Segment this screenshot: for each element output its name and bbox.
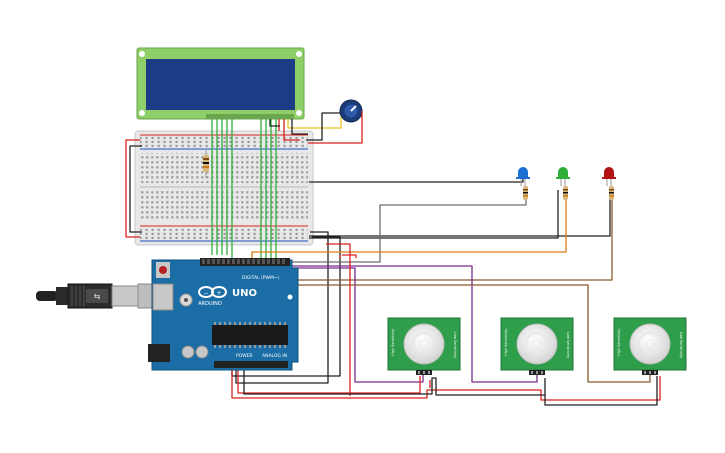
arduino-logo: − + bbox=[198, 286, 227, 298]
wire-red bbox=[342, 254, 357, 258]
wire-red bbox=[326, 243, 351, 396]
wire-black bbox=[243, 365, 546, 396]
wire-red bbox=[237, 365, 421, 394]
capacitor bbox=[195, 345, 209, 359]
pir-sensor[interactable]: High Sensitivity Low Sensitivity bbox=[613, 317, 687, 375]
wire-red bbox=[283, 119, 300, 141]
pir-high-label: High Sensitivity bbox=[391, 329, 395, 356]
pir-high-label: High Sensitivity bbox=[617, 329, 621, 356]
wire-red bbox=[308, 111, 363, 144]
lcd-display bbox=[136, 47, 305, 120]
wire-black bbox=[235, 231, 329, 384]
power-analog-header bbox=[214, 361, 288, 368]
arduino-uno: DIGITAL (PWM~) − + ARDUINO UNO bbox=[148, 258, 299, 371]
wire-black bbox=[309, 192, 611, 237]
led-green[interactable] bbox=[556, 167, 570, 200]
power-jack bbox=[148, 344, 170, 362]
capacitor bbox=[181, 345, 195, 359]
wire-black bbox=[309, 190, 559, 239]
svg-text:⇆: ⇆ bbox=[94, 292, 101, 301]
led-blue[interactable] bbox=[516, 167, 530, 200]
wire-yellow bbox=[287, 117, 342, 129]
svg-text:+: + bbox=[216, 290, 221, 297]
lcd-screen bbox=[146, 59, 295, 110]
usb-icon bbox=[86, 289, 108, 303]
wire-orange bbox=[251, 200, 567, 258]
wire-black bbox=[291, 119, 308, 135]
arduino-model: UNO bbox=[232, 288, 257, 299]
pir-low-label: Low Sensitivity bbox=[679, 332, 683, 358]
usb-port bbox=[152, 283, 174, 311]
arduino-brand: ARDUINO bbox=[198, 301, 222, 307]
wire-black bbox=[129, 145, 142, 233]
analog-label: ANALOG IN bbox=[262, 353, 287, 359]
digital-label: DIGITAL (PWM~) bbox=[242, 275, 280, 281]
microcontroller-chip bbox=[212, 325, 288, 345]
lcd-pin-header bbox=[206, 114, 294, 119]
wire-red bbox=[125, 139, 140, 238]
potentiometer[interactable] bbox=[339, 99, 363, 123]
pir-low-label: Low Sensitivity bbox=[566, 332, 570, 358]
pir-low-label: Low Sensitivity bbox=[453, 332, 457, 358]
wire-black bbox=[544, 376, 658, 406]
wire-red bbox=[231, 365, 661, 401]
wire-black bbox=[309, 178, 524, 183]
led-red[interactable] bbox=[602, 167, 616, 200]
breadboard bbox=[134, 130, 314, 246]
pir-sensor[interactable]: High Sensitivity Low Sensitivity bbox=[387, 317, 461, 375]
wire-black bbox=[306, 112, 340, 141]
svg-text:−: − bbox=[203, 290, 208, 297]
pir-high-label: High Sensitivity bbox=[504, 329, 508, 356]
breadboard-resistor bbox=[203, 150, 209, 178]
pir-sensor[interactable]: High Sensitivity Low Sensitivity bbox=[500, 317, 574, 375]
power-label: POWER bbox=[236, 353, 253, 359]
wire-black bbox=[269, 119, 280, 127]
